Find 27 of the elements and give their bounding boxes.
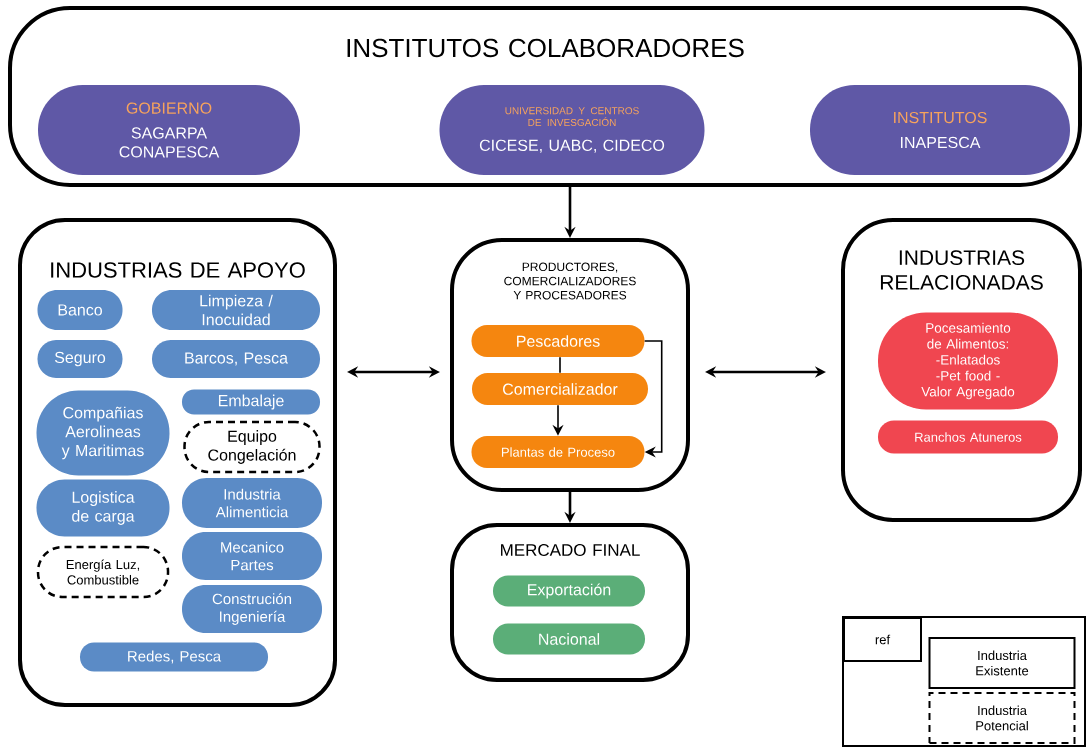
rounded-box: Construción Ingeniería xyxy=(182,585,322,633)
rounded-box: Exportación xyxy=(493,575,645,607)
legend-item: Industria Existente xyxy=(928,637,1076,689)
rounded-box: Nacional xyxy=(493,623,645,655)
dashed-box: Energía Luz, Combustible xyxy=(36,545,170,599)
rounded-box: Industria Alimenticia xyxy=(182,478,322,528)
rounded-box: GOBIERNO SAGARPA CONAPESCA xyxy=(38,85,300,175)
rounded-box: Redes, Pesca xyxy=(80,642,268,672)
legend-item: Industria Potencial xyxy=(928,692,1076,744)
rounded-box: Pescadores xyxy=(471,325,645,357)
rounded-box: UNIVERSIDAD Y CENTROS DE INVESGACIÓN CICESE, UABC, CIDECO xyxy=(439,85,705,175)
rounded-box: Comercializador xyxy=(472,373,648,405)
legend-title: ref xyxy=(843,617,922,662)
rounded-box: INSTITUTOS INAPESCA xyxy=(810,85,1070,175)
rounded-box: Pocesamiento de Alimentos: -Enlatados -Pet food -Valor Agregado xyxy=(878,312,1058,410)
arrow xyxy=(643,340,663,458)
rounded-box: Embalaje xyxy=(182,389,320,415)
rounded-box: Seguro xyxy=(37,340,123,378)
rounded-box: Ranchos Atuneros xyxy=(878,420,1058,454)
rounded-box: Compañias Aerolineas y Maritimas xyxy=(36,390,170,476)
rounded-box: Plantas de Proceso xyxy=(471,436,645,468)
rounded-box: Limpieza / Inocuidad xyxy=(152,290,320,330)
rounded-box: Barcos, Pesca xyxy=(152,340,320,378)
dashed-box: Equipo Congelación xyxy=(183,420,321,474)
rounded-box: Mecanico Partes xyxy=(182,532,322,580)
rounded-box: Banco xyxy=(37,290,123,330)
rounded-box: Logistica de carga xyxy=(36,479,170,537)
